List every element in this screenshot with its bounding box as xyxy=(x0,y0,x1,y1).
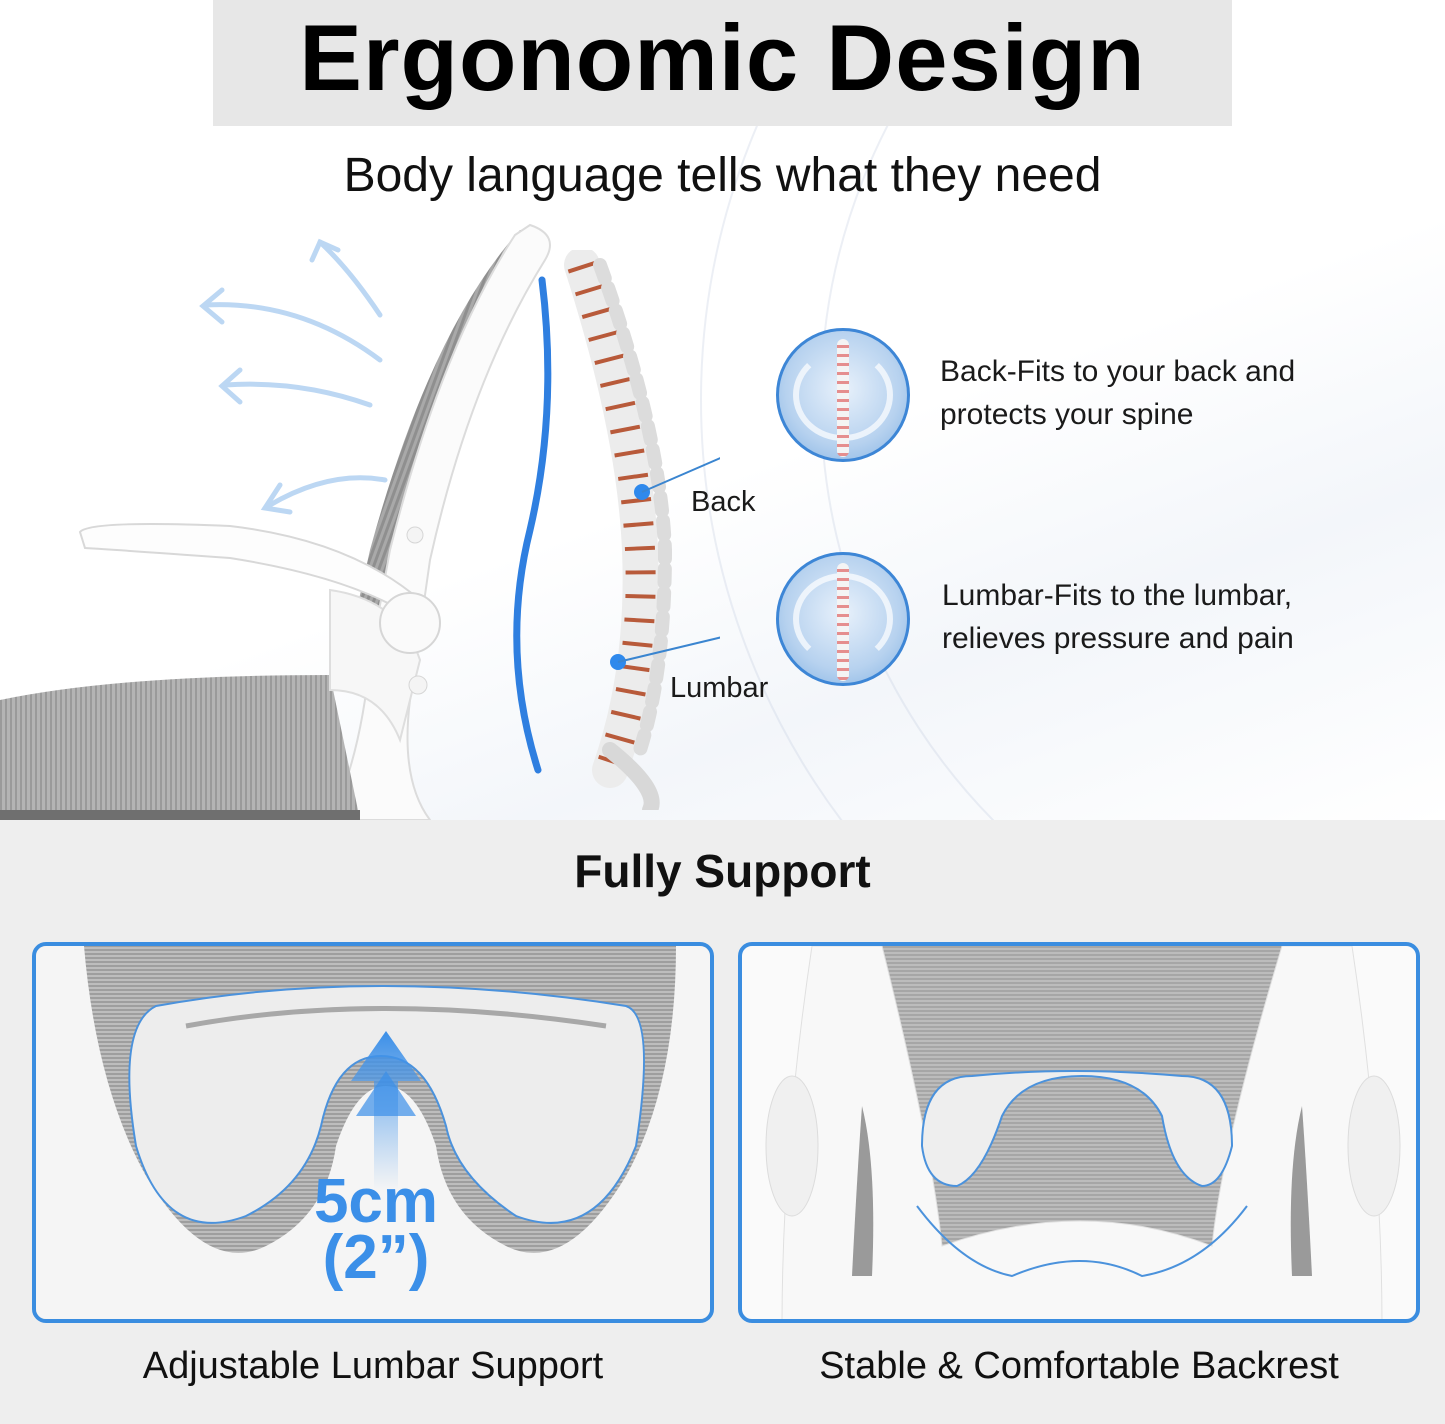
up-arrow-icon xyxy=(351,1031,421,1191)
airflow-arrows-icon xyxy=(199,238,388,515)
lumbar-adjust-measure: 5cm (2”) xyxy=(286,1167,466,1292)
back-bubble-icon xyxy=(776,328,910,462)
panel-stable-backrest xyxy=(738,942,1420,1323)
panel-adjustable-lumbar: 5cm (2”) xyxy=(32,942,714,1323)
title-band: Ergonomic Design xyxy=(213,0,1232,126)
back-description: Back-Fits to your back and protects your… xyxy=(940,350,1295,436)
caption-stable-backrest: Stable & Comfortable Backrest xyxy=(819,1345,1339,1387)
lumbar-description-line1: Lumbar-Fits to the lumbar, xyxy=(942,579,1293,612)
lumbar-description-line2: relieves pressure and pain xyxy=(942,622,1294,655)
chair-side-view xyxy=(0,223,551,820)
section-title: Fully Support xyxy=(574,845,871,897)
back-description-line1: Back-Fits to your back and xyxy=(940,355,1296,388)
page-subtitle: Body language tells what they need xyxy=(343,149,1102,202)
back-description-line2: protects your spine xyxy=(940,398,1194,431)
measure-imperial: (2”) xyxy=(322,1223,430,1292)
lumbar-description: Lumbar-Fits to the lumbar, relieves pres… xyxy=(942,574,1294,660)
page-title: Ergonomic Design xyxy=(299,5,1146,110)
caption-adjustable-lumbar: Adjustable Lumbar Support xyxy=(142,1345,604,1387)
spine-curve-line xyxy=(513,276,552,774)
top-section: Ergonomic Design Body language tells wha… xyxy=(0,0,1445,820)
callout-label-back: Back xyxy=(691,486,756,518)
measure-metric: 5cm xyxy=(313,1167,439,1236)
spine-illustration xyxy=(513,250,720,810)
lumbar-bubble-icon xyxy=(776,552,910,686)
lumbar-frame-illustration xyxy=(36,946,710,1319)
callout-label-lumbar: Lumbar xyxy=(670,672,769,704)
background-swoosh xyxy=(700,0,1445,820)
backrest-frame-illustration xyxy=(765,946,1401,1319)
